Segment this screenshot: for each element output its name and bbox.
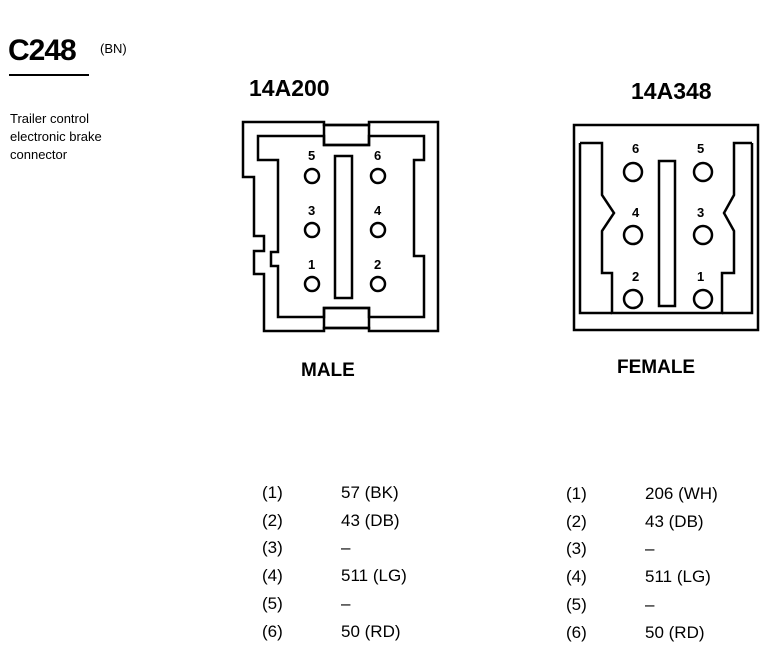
- title-underline: [9, 74, 89, 76]
- pin-label: 3: [697, 205, 704, 220]
- pin-number: (5): [262, 594, 283, 613]
- pin-number: (5): [566, 595, 587, 614]
- pin-circuit: 50 (RD): [341, 622, 401, 641]
- female-part-number: 14A348: [631, 78, 712, 104]
- pin-circuit: –: [645, 539, 655, 558]
- pin-label: 4: [632, 205, 640, 220]
- pin-circuit: 511 (LG): [645, 567, 711, 586]
- pin-number: (3): [566, 539, 587, 558]
- pin-circuit: –: [645, 595, 655, 614]
- male-label: MALE: [301, 360, 355, 381]
- pin-label: 1: [697, 269, 704, 284]
- pin-number: (2): [262, 511, 283, 530]
- pin-label: 6: [374, 148, 381, 163]
- pin-label: 3: [308, 203, 315, 218]
- male-part-number: 14A200: [249, 75, 330, 101]
- connector-id: C248: [8, 34, 77, 67]
- pin-label: 2: [374, 257, 381, 272]
- pin-label: 5: [308, 148, 315, 163]
- connector-description: Trailer control electronic brake connect…: [10, 110, 150, 164]
- pin-number: (2): [566, 512, 587, 531]
- pin-circuit: –: [341, 538, 351, 557]
- pin-label: 5: [697, 141, 704, 156]
- pin-number: (1): [566, 484, 587, 503]
- description-line: Trailer control: [10, 111, 89, 126]
- pin-number: (4): [262, 566, 283, 585]
- pin-number: (6): [566, 623, 587, 642]
- pin-number: (1): [262, 483, 283, 502]
- pin-circuit: 511 (LG): [341, 566, 407, 585]
- pin-number: (4): [566, 567, 587, 586]
- pin-circuit: 206 (WH): [645, 484, 718, 503]
- pin-circuit: 43 (DB): [645, 512, 704, 531]
- description-line: electronic brake: [10, 129, 102, 144]
- pin-label: 1: [308, 257, 315, 272]
- female-connector-face: 6 5 4 3 2 1: [572, 123, 760, 332]
- description-line: connector: [10, 147, 68, 162]
- pin-label: 4: [374, 203, 382, 218]
- male-connector-face: 5 6 3 4 1 2: [241, 120, 440, 333]
- color-code: (BN): [100, 41, 127, 56]
- pin-circuit: –: [341, 594, 351, 613]
- pin-label: 6: [632, 141, 639, 156]
- pin-label: 2: [632, 269, 639, 284]
- pin-number: (6): [262, 622, 283, 641]
- pin-circuit: 43 (DB): [341, 511, 400, 530]
- female-label: FEMALE: [617, 357, 696, 378]
- pin-circuit: 57 (BK): [341, 483, 399, 502]
- pin-circuit: 50 (RD): [645, 623, 705, 642]
- pin-number: (3): [262, 538, 283, 557]
